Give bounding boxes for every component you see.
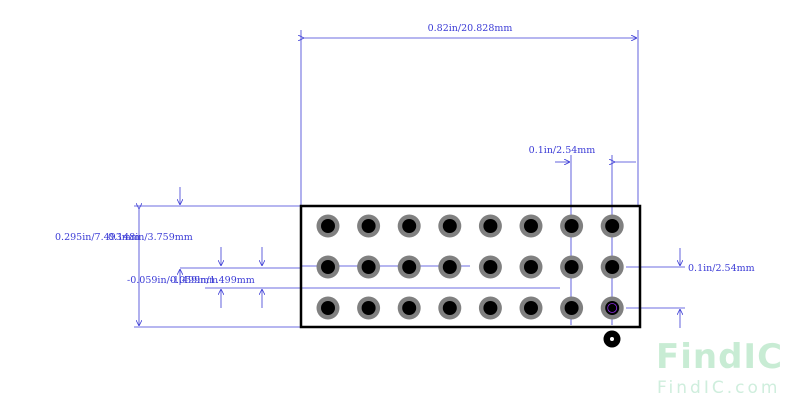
dimension-pitch-top-label: 0.1in/2.54mm — [529, 145, 596, 156]
pad — [397, 214, 421, 238]
pad-hole — [321, 301, 335, 315]
pad-hole — [361, 219, 376, 233]
pad — [316, 214, 340, 238]
pad — [519, 255, 543, 279]
pad-hole — [402, 260, 417, 274]
dimension-left-height-label: 0.295in/7.493mm — [55, 232, 140, 243]
dimension-top-width — [301, 30, 639, 205]
pad-hole — [564, 301, 579, 315]
pad-hole — [361, 260, 376, 274]
pad-hole — [605, 219, 620, 233]
pad-hole — [483, 260, 498, 274]
pad — [600, 255, 624, 279]
pin1-pad-indicator — [607, 303, 618, 313]
pad-hole — [483, 219, 498, 233]
pad — [478, 255, 502, 279]
pad — [438, 296, 462, 320]
pad-hole — [442, 260, 457, 274]
pad — [519, 296, 543, 320]
pad-hole — [402, 301, 417, 315]
dimension-left-height — [134, 187, 300, 328]
pad — [316, 296, 340, 320]
dimension-lower-left-a-label: -0.059in/-1.499mm — [127, 275, 218, 286]
pad — [478, 296, 502, 320]
pad — [560, 296, 584, 320]
pad-hole — [361, 301, 376, 315]
pad — [519, 214, 543, 238]
pad — [600, 296, 624, 320]
pad-hole — [524, 301, 538, 315]
pad-hole — [442, 301, 457, 315]
pad-hole — [524, 219, 538, 233]
pad-hole — [564, 219, 579, 233]
pad — [600, 214, 624, 238]
dimension-pitch-right — [626, 248, 685, 328]
pad-hole — [524, 260, 538, 274]
watermark-domain: FindIC.com — [657, 378, 780, 398]
dimension-lower-left-b-label: 0.059in/1.499mm — [170, 275, 255, 286]
pad-grid — [316, 214, 624, 320]
dimension-lower-left — [205, 247, 560, 308]
pad — [560, 214, 584, 238]
pad-hole — [605, 260, 620, 274]
pad-hole — [605, 301, 620, 315]
pad-hole — [442, 219, 457, 233]
pad-hole — [321, 260, 335, 274]
pad — [560, 255, 584, 279]
pad — [397, 296, 421, 320]
pad — [357, 255, 381, 279]
dimension-pitch-right-label: 0.1in/2.54mm — [688, 263, 755, 274]
pad — [397, 255, 421, 279]
pad — [316, 255, 340, 279]
pad-hole — [402, 219, 417, 233]
pad-hole — [564, 260, 579, 274]
pad — [438, 255, 462, 279]
pad — [478, 214, 502, 238]
watermark-brand: FindIC — [656, 337, 783, 377]
pad-hole — [483, 301, 498, 315]
pad — [438, 214, 462, 238]
dimension-left-overlap-label: 0.148in/3.759mm — [108, 232, 193, 243]
pad — [357, 296, 381, 320]
dimension-top-width-label: 0.82in/20.828mm — [428, 23, 513, 34]
pad — [357, 214, 381, 238]
pin1-marker-dot — [610, 337, 614, 341]
pad-hole — [321, 219, 335, 233]
component-outline — [299, 204, 642, 329]
